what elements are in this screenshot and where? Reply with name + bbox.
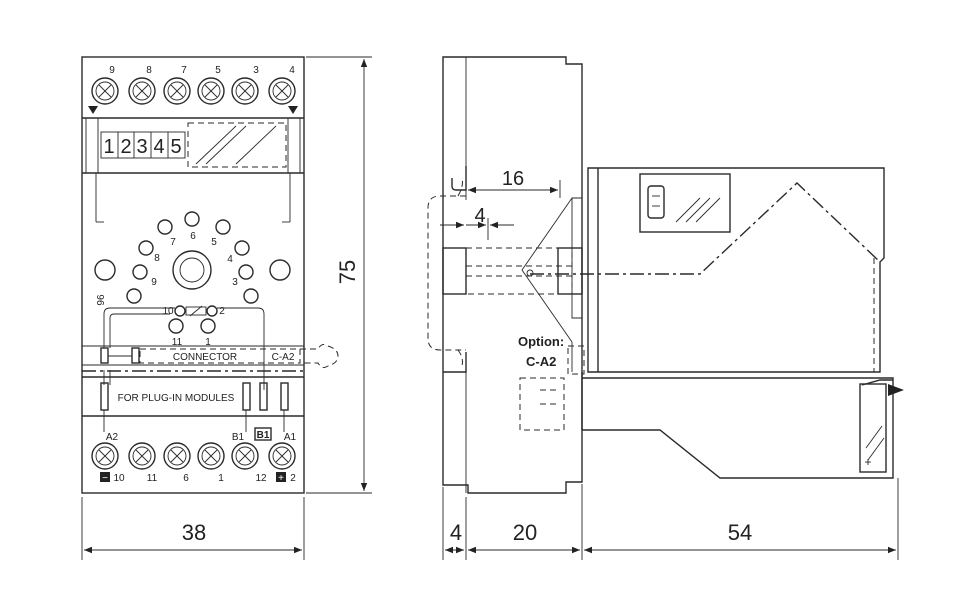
top-terminal-label: 3 — [253, 65, 259, 76]
front-view: 9 8 7 5 3 4 1 2 3 4 5 — [81, 56, 339, 494]
relay-center-line — [530, 182, 881, 275]
height-dimension-label: 75 — [335, 260, 360, 284]
option-connector-dashed — [519, 377, 565, 431]
label-strip-digit: 2 — [120, 136, 131, 158]
front-dimensions: 38 75 — [81, 56, 372, 560]
top-terminal-label: 8 — [146, 65, 152, 76]
socket-pin-label: 3 — [232, 277, 238, 288]
width-dimension-label: 38 — [182, 520, 206, 545]
bottom-terminal-screws — [91, 442, 296, 470]
connector-clip — [100, 347, 109, 364]
resistor-symbol — [185, 306, 207, 316]
label-strip — [100, 131, 186, 159]
module-clip — [100, 382, 109, 411]
plus-mark: + — [864, 455, 871, 469]
pin-11-label: 11 — [172, 337, 183, 348]
terminal-b1-label: B1 — [232, 432, 245, 443]
b1-box — [254, 427, 272, 441]
mounting-hole — [94, 259, 116, 281]
top-terminal-screws — [91, 77, 296, 105]
socket-pin-label: 4 — [227, 254, 233, 265]
relay-label-window — [639, 173, 731, 233]
b1-box-label: B1 — [257, 430, 270, 441]
socket-dashed-outline — [465, 247, 573, 295]
label-strip-digit: 3 — [136, 136, 147, 158]
label-strip-digit: 1 — [103, 136, 114, 158]
lower-module-outline — [582, 377, 894, 479]
connector-clip — [131, 347, 140, 364]
code-96-label: 96 — [96, 294, 107, 306]
dim-54-label: 54 — [728, 520, 752, 545]
top-terminal-label: 5 — [215, 65, 221, 76]
label-strip-digit: 4 — [153, 136, 164, 158]
pin-1-label: 1 — [205, 337, 211, 348]
socket-pin-label: 7 — [170, 237, 176, 248]
socket-plug — [557, 247, 583, 295]
dim-4-bottom-label: 4 — [450, 520, 462, 545]
socket-pin-label: 5 — [211, 237, 217, 248]
bottom-terminal-label: 10 — [113, 473, 125, 484]
side-dimensions: 16 4 4 20 54 — [440, 168, 899, 560]
minus-terminal-mark — [100, 472, 110, 482]
arrow-right-icon — [888, 384, 904, 396]
plus-sign: + — [278, 473, 284, 484]
dim-4-top-label: 4 — [474, 205, 485, 227]
pin-10-label: 10 — [162, 306, 174, 317]
arrow-down-icon — [88, 106, 98, 114]
pin-2-label: 2 — [219, 306, 225, 317]
socket-pins — [126, 211, 259, 304]
top-terminal-label: 4 — [289, 65, 295, 76]
top-terminal-label: 7 — [181, 65, 187, 76]
module-clip — [259, 382, 268, 411]
label-strip-digit: 5 — [170, 136, 181, 158]
option-label: Option: — [518, 334, 564, 349]
option-code-label: C-A2 — [526, 354, 556, 369]
module-clip — [280, 382, 289, 411]
dim-16-label: 16 — [502, 168, 524, 190]
minus-sign: − — [102, 473, 108, 484]
bottom-terminal-label: 12 — [255, 473, 267, 484]
bottom-terminal-label: 2 — [290, 473, 296, 484]
connector-code-label: C-A2 — [272, 352, 295, 363]
rail-block — [442, 247, 467, 295]
plugin-modules-label: FOR PLUG-IN MODULES — [118, 393, 235, 404]
dim-20-label: 20 — [513, 520, 537, 545]
mounting-hole — [269, 259, 291, 281]
relay-led-icon — [647, 185, 665, 219]
plus-terminal-mark — [276, 472, 286, 482]
top-terminal-label: 9 — [109, 65, 115, 76]
front-housing-outline — [81, 56, 305, 494]
side-view: Option: C-A2 + — [427, 56, 904, 494]
terminal-a1-label: A1 — [284, 432, 297, 443]
connector-outline — [139, 348, 301, 364]
bottom-terminal-label: 11 — [147, 473, 158, 484]
socket-center-hole — [172, 250, 212, 290]
relay-module-outline — [587, 167, 885, 373]
label-window — [187, 122, 287, 168]
terminal-a2-label: A2 — [106, 432, 119, 443]
arrow-down-icon — [288, 106, 298, 114]
socket-pin-label: 6 — [190, 231, 196, 242]
bottom-terminal-label: 1 — [218, 473, 224, 484]
lower-module-tab — [859, 383, 887, 473]
module-clip — [242, 382, 251, 411]
bottom-terminal-label: 6 — [183, 473, 189, 484]
connector-label: CONNECTOR — [173, 352, 237, 363]
socket-pin-label: 9 — [151, 277, 157, 288]
socket-pin-label: 8 — [154, 253, 160, 264]
side-body-outline — [442, 56, 583, 494]
